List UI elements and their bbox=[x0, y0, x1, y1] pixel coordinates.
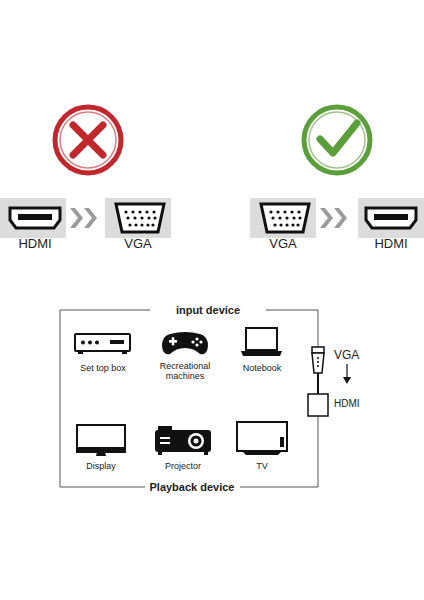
port-row-wrong bbox=[0, 198, 171, 238]
device-label: Display bbox=[86, 461, 116, 471]
gamepad-icon bbox=[162, 332, 208, 354]
set-top-box-icon bbox=[75, 334, 130, 354]
display-icon bbox=[77, 425, 125, 456]
notebook-icon bbox=[241, 328, 282, 356]
port-label: VGA bbox=[124, 237, 151, 252]
right-badge bbox=[304, 107, 370, 173]
projector-icon bbox=[155, 426, 211, 455]
bracket-frame bbox=[60, 310, 318, 487]
port-label: VGA bbox=[269, 237, 296, 252]
tv-icon bbox=[237, 422, 287, 455]
port-row-right bbox=[250, 198, 424, 238]
signal-label: VGA bbox=[334, 349, 359, 363]
device-label: TV bbox=[256, 461, 268, 471]
device-label: Set top box bbox=[80, 363, 126, 373]
device-label: Projector bbox=[165, 461, 201, 471]
port-label: HDMI bbox=[18, 237, 51, 252]
group-title: input device bbox=[173, 304, 243, 317]
device-label: Notebook bbox=[243, 363, 282, 373]
device-label: Recreational machines bbox=[150, 361, 220, 382]
signal-label: HDMI bbox=[334, 398, 360, 410]
group-title: Playback device bbox=[146, 481, 237, 494]
port-label: HDMI bbox=[374, 237, 407, 252]
wrong-badge bbox=[55, 107, 121, 173]
